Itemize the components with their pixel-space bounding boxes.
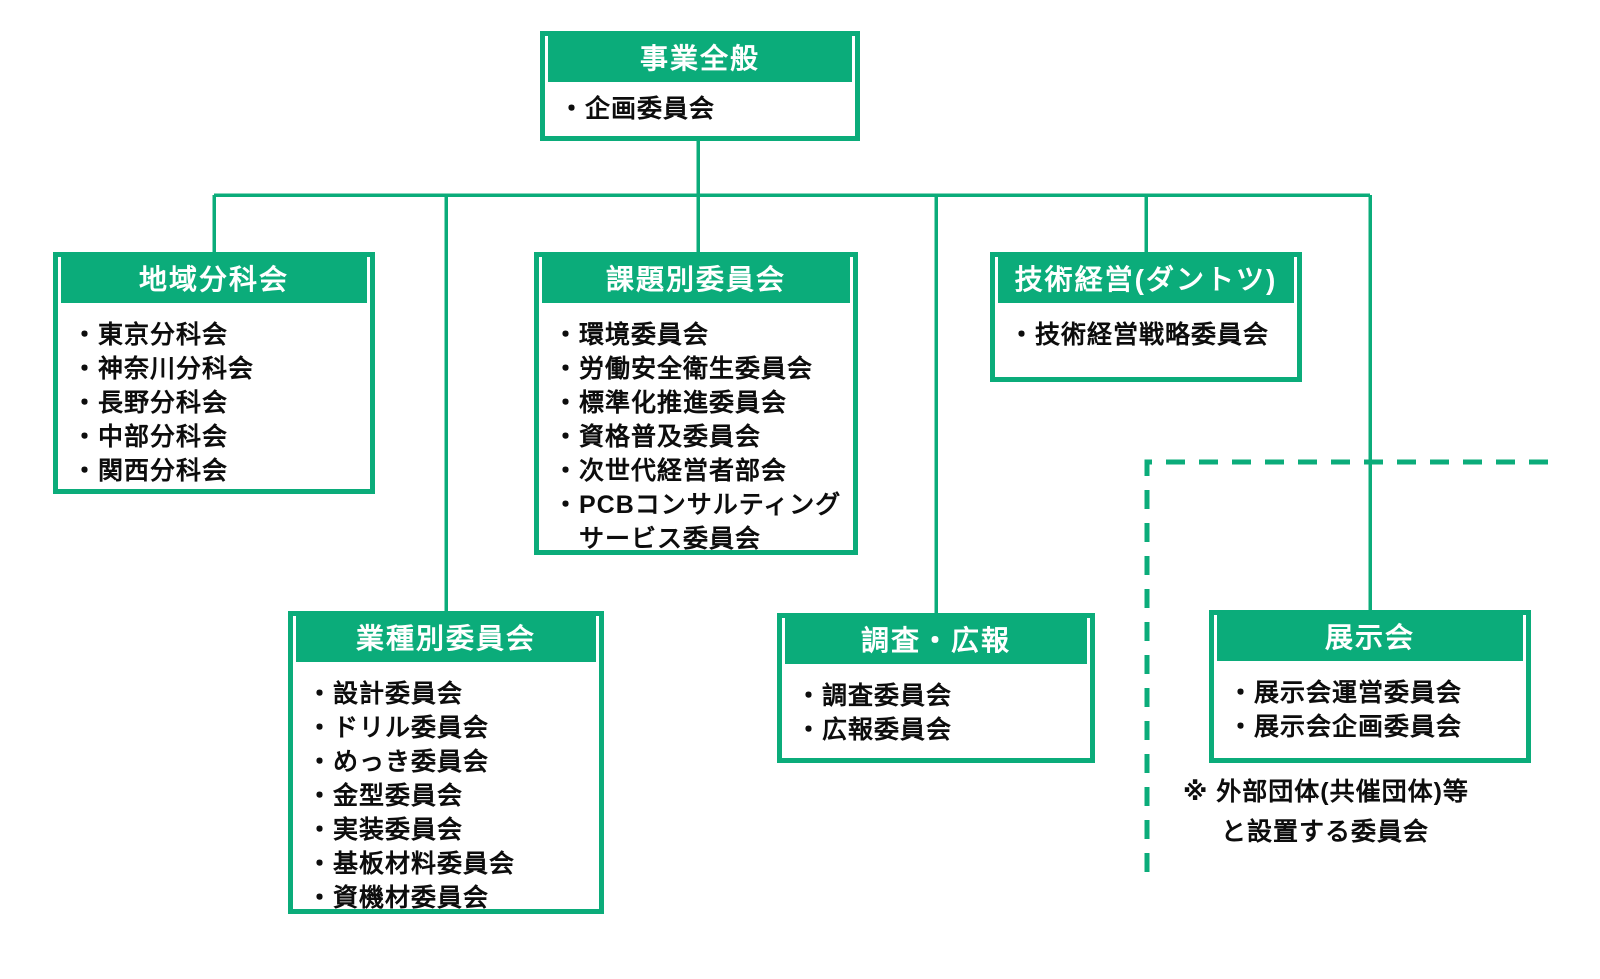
list-item: ・設計委員会 xyxy=(307,677,593,711)
list-item-label: 環境委員会 xyxy=(579,321,710,349)
list-item: ・標準化推進委員会 xyxy=(553,386,847,420)
bullet-glyph: ・ xyxy=(307,782,334,810)
list-item-label: 金型委員会 xyxy=(333,782,464,810)
box-regional-subcommittees: 地域分科会 ・東京分科会・神奈川分科会・長野分科会・中部分科会・関西分科会 xyxy=(53,252,375,494)
bullet-glyph: ・ xyxy=(553,355,580,383)
list-item: ・長野分科会 xyxy=(72,386,364,420)
bullet-glyph: ・ xyxy=(553,321,580,349)
list-item-label: 長野分科会 xyxy=(98,389,229,417)
external-boundary-dashed-line xyxy=(1144,459,1548,885)
list-item: ・環境委員会 xyxy=(553,318,847,352)
list-item-label: 基板材料委員会 xyxy=(333,850,516,878)
bullet-glyph: ・ xyxy=(796,716,823,744)
bullet-glyph: ・ xyxy=(307,816,334,844)
list-item-label: 中部分科会 xyxy=(98,423,229,451)
box-exhibition: 展示会 ・展示会運営委員会・展示会企画委員会 xyxy=(1209,610,1531,763)
bullet-glyph: ・ xyxy=(307,884,334,912)
list-item-label: 展示会企画委員会 xyxy=(1254,713,1463,741)
box-issue-committees-body: ・環境委員会・労働安全衛生委員会・標準化推進委員会・資格普及委員会・次世代経営者… xyxy=(539,306,853,556)
list-item: ・労働安全衛生委員会 xyxy=(553,352,847,386)
list-item: ・金型委員会 xyxy=(307,779,593,813)
box-exhibition-title: 展示会 xyxy=(1214,615,1526,664)
box-regional-subcommittees-body: ・東京分科会・神奈川分科会・長野分科会・中部分科会・関西分科会 xyxy=(58,306,370,488)
list-item-label: 展示会運営委員会 xyxy=(1254,679,1463,707)
list-item-label: 技術経営戦略委員会 xyxy=(1035,321,1270,349)
list-item: ・実装委員会 xyxy=(307,813,593,847)
bullet-glyph: ・ xyxy=(553,389,580,417)
bullet-glyph: ・ xyxy=(72,321,99,349)
list-item: ・神奈川分科会 xyxy=(72,352,364,386)
list-item: ・中部分科会 xyxy=(72,420,364,454)
list-item: ・資機材委員会 xyxy=(307,881,593,915)
box-research-pr: 調査・広報 ・調査委員会・広報委員会 xyxy=(777,613,1095,763)
box-tech-management-title: 技術経営(ダントツ) xyxy=(995,257,1297,306)
box-tech-management-body: ・技術経営戦略委員会 xyxy=(995,306,1297,352)
list-item-label: 関西分科会 xyxy=(98,457,229,485)
list-item-label: 実装委員会 xyxy=(333,816,464,844)
bullet-glyph: ・ xyxy=(1228,679,1255,707)
list-item-label: 企画委員会 xyxy=(585,95,716,123)
bullet-glyph: ・ xyxy=(559,95,586,123)
list-item-label: 資機材委員会 xyxy=(333,884,490,912)
bullet-glyph: ・ xyxy=(72,457,99,485)
bullet-glyph: ・ xyxy=(307,714,334,742)
list-item: ・基板材料委員会 xyxy=(307,847,593,881)
bullet-glyph: ・ xyxy=(553,423,580,451)
list-item-label: 標準化推進委員会 xyxy=(579,389,788,417)
box-regional-subcommittees-title: 地域分科会 xyxy=(58,257,370,306)
box-issue-committees-title: 課題別委員会 xyxy=(539,257,853,306)
bullet-glyph: ・ xyxy=(307,680,334,708)
box-exhibition-body: ・展示会運営委員会・展示会企画委員会 xyxy=(1214,664,1526,744)
list-item-label: 設計委員会 xyxy=(333,680,464,708)
box-business-overall-body: ・企画委員会 xyxy=(545,85,855,126)
box-research-pr-title: 調査・広報 xyxy=(782,618,1090,667)
bullet-glyph: ・ xyxy=(307,748,334,776)
list-item: ・次世代経営者部会 xyxy=(553,454,847,488)
list-item: ・展示会運営委員会 xyxy=(1228,676,1520,710)
list-item-label: 次世代経営者部会 xyxy=(579,457,788,485)
list-item: ・PCBコンサルティング サービス委員会 xyxy=(553,488,847,556)
external-bodies-note-line2: と設置する委員会 xyxy=(1221,818,1430,846)
bullet-glyph: ・ xyxy=(553,491,580,519)
list-item-label: めっき委員会 xyxy=(333,748,490,776)
list-item: ・広報委員会 xyxy=(796,713,1084,747)
external-bodies-note-line1: ※ 外部団体(共催団体)等 xyxy=(1183,778,1469,806)
bullet-glyph: ・ xyxy=(72,389,99,417)
bullet-glyph: ・ xyxy=(796,682,823,710)
list-item: ・展示会企画委員会 xyxy=(1228,710,1520,744)
box-business-overall-title: 事業全般 xyxy=(545,36,855,85)
external-bodies-note: ※ 外部団体(共催団体)等 と設置する委員会 xyxy=(1183,772,1469,852)
list-item: ・関西分科会 xyxy=(72,454,364,488)
list-item: ・東京分科会 xyxy=(72,318,364,352)
bullet-glyph: ・ xyxy=(1228,713,1255,741)
list-item-label: 神奈川分科会 xyxy=(98,355,255,383)
list-item-label: PCBコンサルティング サービス委員会 xyxy=(579,491,842,553)
box-industry-committees-body: ・設計委員会・ドリル委員会・めっき委員会・金型委員会・実装委員会・基板材料委員会… xyxy=(293,665,599,915)
box-industry-committees-title: 業種別委員会 xyxy=(293,616,599,665)
bullet-glyph: ・ xyxy=(553,457,580,485)
list-item-label: 資格普及委員会 xyxy=(579,423,762,451)
list-item-label: ドリル委員会 xyxy=(333,714,490,742)
box-tech-management: 技術経営(ダントツ) ・技術経営戦略委員会 xyxy=(990,252,1302,382)
list-item: ・企画委員会 xyxy=(559,92,849,126)
bullet-glyph: ・ xyxy=(1009,321,1036,349)
list-item-label: 広報委員会 xyxy=(822,716,953,744)
box-business-overall: 事業全般 ・企画委員会 xyxy=(540,31,860,141)
box-industry-committees: 業種別委員会 ・設計委員会・ドリル委員会・めっき委員会・金型委員会・実装委員会・… xyxy=(288,611,604,914)
list-item: ・技術経営戦略委員会 xyxy=(1009,318,1291,352)
list-item-label: 労働安全衛生委員会 xyxy=(579,355,814,383)
bullet-glyph: ・ xyxy=(307,850,334,878)
list-item: ・資格普及委員会 xyxy=(553,420,847,454)
bullet-glyph: ・ xyxy=(72,423,99,451)
list-item-label: 東京分科会 xyxy=(98,321,229,349)
box-issue-committees: 課題別委員会 ・環境委員会・労働安全衛生委員会・標準化推進委員会・資格普及委員会… xyxy=(534,252,858,555)
bullet-glyph: ・ xyxy=(72,355,99,383)
list-item: ・調査委員会 xyxy=(796,679,1084,713)
box-research-pr-body: ・調査委員会・広報委員会 xyxy=(782,667,1090,747)
list-item: ・めっき委員会 xyxy=(307,745,593,779)
list-item: ・ドリル委員会 xyxy=(307,711,593,745)
list-item-label: 調査委員会 xyxy=(822,682,953,710)
